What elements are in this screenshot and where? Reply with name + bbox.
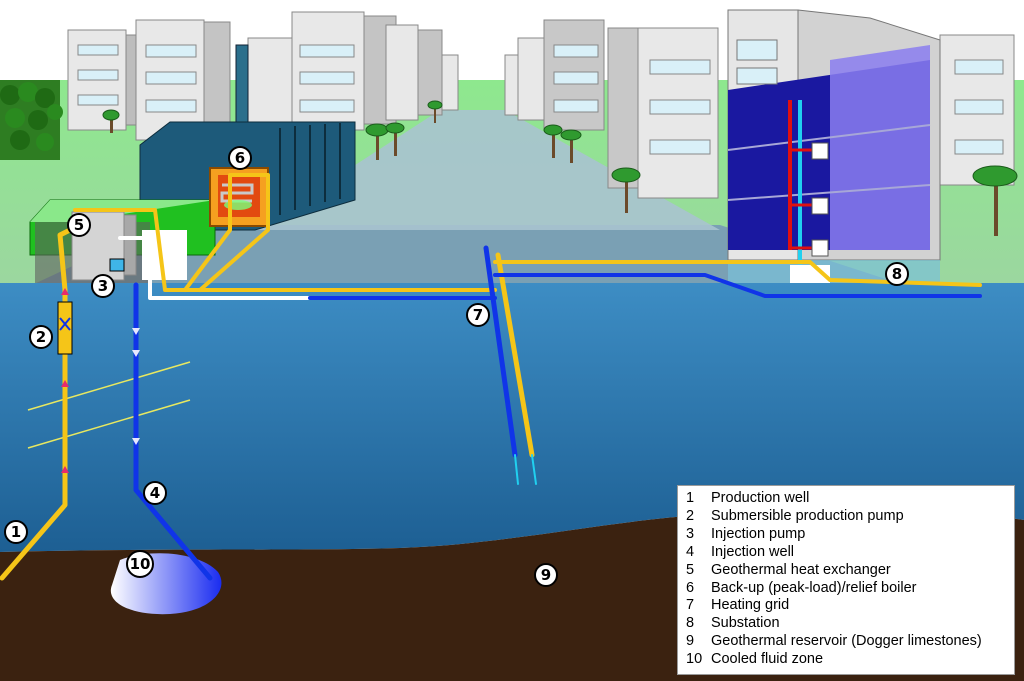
legend-number: 9: [686, 633, 695, 650]
marker-5-label: 5: [74, 216, 84, 234]
legend-text: Injection well: [711, 543, 795, 560]
legend-number: 8: [686, 615, 695, 632]
legend-item: 6 Back-up (peak-load)/relief boiler: [686, 580, 1014, 598]
legend-number: 2: [686, 507, 695, 524]
legend-text: Cooled fluid zone: [711, 651, 824, 668]
marker-8-label: 8: [892, 265, 902, 283]
trees: [102, 100, 1018, 236]
marker-9: 9: [534, 563, 558, 587]
legend-text: Substation: [711, 615, 780, 632]
legend-number: 6: [686, 579, 695, 596]
legend-text: Geothermal heat exchanger: [711, 561, 891, 578]
marker-4: 4: [143, 481, 167, 505]
legend-number: 3: [686, 525, 695, 542]
legend-item: 9 Geothermal reservoir (Dogger limestones…: [686, 633, 1014, 651]
legend-item: 5 Geothermal heat exchanger: [686, 562, 1014, 580]
legend-text: Injection pump: [711, 525, 806, 542]
legend-number: 10: [686, 651, 703, 668]
submersible-pump: [57, 301, 73, 355]
marker-8: 8: [885, 262, 909, 286]
legend-text: Geothermal reservoir (Dogger limestones): [711, 633, 982, 650]
legend-item: 1 Production well: [686, 490, 1014, 508]
marker-5: 5: [67, 213, 91, 237]
legend-item: 3 Injection pump: [686, 526, 1014, 544]
marker-7-label: 7: [473, 306, 483, 324]
marker-7: 7: [466, 303, 490, 327]
legend-number: 7: [686, 597, 695, 614]
marker-1: 1: [4, 520, 28, 544]
legend-text: Submersible production pump: [711, 507, 904, 524]
legend-item: 7 Heating grid: [686, 597, 1014, 615]
flow-arrows-up: [61, 288, 69, 473]
ground-plaza: [0, 225, 950, 300]
strata-lines: [27, 361, 191, 449]
buildings-right: [504, 19, 1015, 199]
legend-item: 8 Substation: [686, 615, 1014, 633]
injection-pump-box: [109, 258, 125, 272]
marker-10-label: 10: [130, 555, 151, 573]
forest: [0, 80, 63, 160]
marker-1-label: 1: [11, 523, 21, 541]
legend-number: 4: [686, 543, 695, 560]
flow-arrows-down: [132, 328, 140, 445]
marker-2-label: 2: [36, 328, 46, 346]
legend-item: 10 Cooled fluid zone: [686, 651, 1014, 669]
marker-9-label: 9: [541, 566, 551, 584]
marker-2: 2: [29, 325, 53, 349]
marker-3: 3: [91, 274, 115, 298]
legend-number: 1: [686, 490, 695, 506]
legend-text: Heating grid: [711, 597, 790, 614]
legend-number: 5: [686, 561, 695, 578]
marker-10: 10: [126, 550, 154, 578]
pipework: [0, 173, 982, 581]
road: [255, 110, 720, 230]
marker-3-label: 3: [98, 277, 108, 295]
legend-item: 2 Submersible production pump: [686, 508, 1014, 526]
marker-6: 6: [228, 146, 252, 170]
legend-item: 4 Injection well: [686, 544, 1014, 562]
legend-text: Production well: [711, 490, 810, 506]
apartment-building: [727, 9, 941, 290]
buildings-left: [67, 11, 459, 141]
legend-text: Back-up (peak-load)/relief boiler: [711, 579, 917, 596]
legend: 1 Production well 2 Submersible production…: [677, 485, 1015, 675]
marker-6-label: 6: [235, 149, 245, 167]
marker-4-label: 4: [150, 484, 160, 502]
